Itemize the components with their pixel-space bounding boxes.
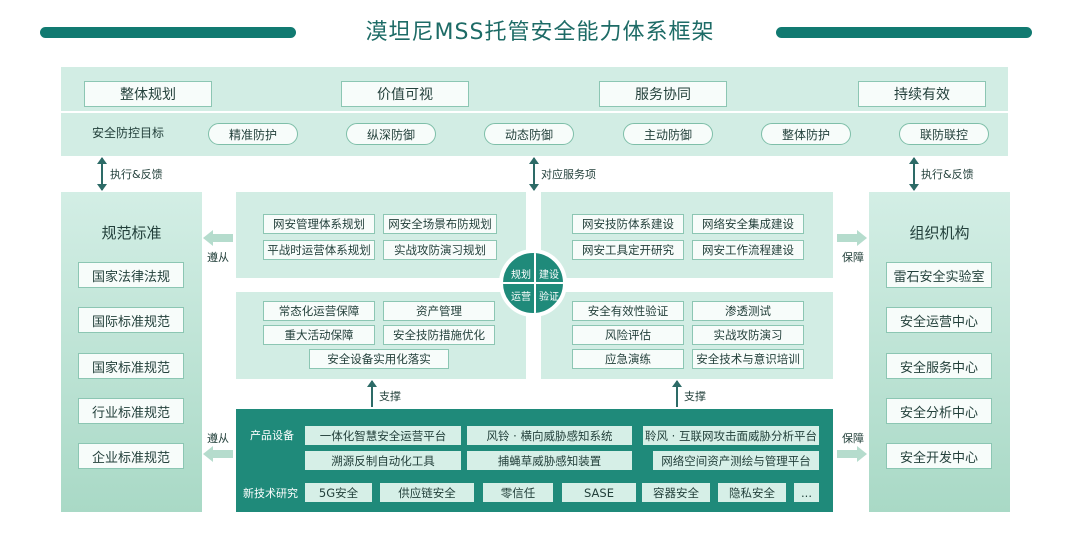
circle-quadrant-operation: 运营: [511, 292, 531, 303]
page-title: 漠坦尼MSS托管安全能力体系框架: [365, 20, 715, 45]
goals-label: 安全防控目标: [92, 126, 165, 140]
follow-top-label: 遵从: [207, 251, 229, 264]
new-tech-label: 新技术研究: [243, 487, 298, 500]
follow-bottom-arrowhead: [203, 446, 213, 462]
product-item: 聆风 · 互联网攻击面威胁分析平台: [643, 426, 819, 445]
operation-item: 资产管理: [383, 301, 495, 321]
left-column-title: 规范标准: [101, 224, 162, 242]
follow-top-arrow-shaft: [213, 234, 233, 242]
center-cycle-circle: 规划 建设 运营 验证: [499, 249, 567, 317]
new-tech-item: 供应链安全: [380, 483, 474, 502]
left-feedback-arrow: [97, 157, 107, 191]
verification-item: 应急演练: [572, 349, 684, 369]
construction-item: 网安工具定开研究: [572, 240, 684, 260]
construction-item: 网安技防体系建设: [572, 214, 684, 234]
right-column-item: 安全服务中心: [886, 353, 992, 379]
construction-panel: [541, 192, 833, 278]
new-tech-item: 容器安全: [642, 483, 710, 502]
support-right-arrow: [672, 380, 682, 407]
left-column-item: 企业标准规范: [78, 443, 184, 469]
new-tech-item: SASE: [562, 483, 636, 502]
pillar-overall-planning: 整体规划: [84, 81, 212, 107]
right-column-item: 安全运营中心: [886, 307, 992, 333]
right-column-item: 安全开发中心: [886, 443, 992, 469]
goal-item: 纵深防御: [346, 123, 436, 145]
guarantee-top-arrow-shaft: [837, 234, 857, 242]
operation-item: 安全设备实用化落实: [309, 349, 449, 369]
goal-item: 联防联控: [899, 123, 989, 145]
left-column-item: 国际标准规范: [78, 307, 184, 333]
product-item: 溯源反制自动化工具: [305, 451, 461, 470]
circle-quadrant-verification: 验证: [539, 292, 559, 303]
right-feedback-label: 执行&反馈: [921, 168, 974, 181]
header-right-bar: [776, 27, 1032, 38]
left-column-item: 行业标准规范: [78, 398, 184, 424]
product-item: 风铃 · 横向威胁感知系统: [467, 426, 632, 445]
operation-item: 安全技防措施优化: [383, 325, 495, 345]
support-left-arrow: [367, 380, 377, 407]
circle-quadrant-planning: 规划: [511, 270, 531, 281]
product-item: 捕蝇草威胁感知装置: [467, 451, 632, 470]
new-tech-more: ...: [794, 483, 819, 502]
guarantee-bottom-arrowhead: [857, 446, 867, 462]
left-column-item: 国家标准规范: [78, 353, 184, 379]
follow-top-arrowhead: [203, 230, 213, 246]
operation-item: 重大活动保障: [263, 325, 375, 345]
header-left-bar: [40, 27, 296, 38]
right-column-title: 组织机构: [909, 224, 970, 242]
goal-item: 动态防御: [484, 123, 574, 145]
right-feedback-arrow: [909, 157, 919, 191]
planning-item: 实战攻防演习规划: [383, 240, 497, 260]
planning-item: 平战时运营体系规划: [263, 240, 375, 260]
construction-item: 网安工作流程建设: [692, 240, 804, 260]
pillar-continuous-effective: 持续有效: [858, 81, 986, 107]
pillar-service-collaboration: 服务协同: [599, 81, 727, 107]
right-column-item: 安全分析中心: [886, 398, 992, 424]
circle-quadrant-construction: 建设: [539, 270, 559, 281]
left-feedback-label: 执行&反馈: [110, 168, 163, 181]
products-label: 产品设备: [250, 429, 294, 442]
verification-item: 实战攻防演习: [692, 325, 804, 345]
verification-item: 渗透测试: [692, 301, 804, 321]
verification-item: 安全有效性验证: [572, 301, 684, 321]
planning-item: 网安全场景布防规划: [383, 214, 497, 234]
support-right-label: 支撑: [684, 390, 706, 403]
new-tech-item: 5G安全: [305, 483, 372, 502]
right-column-item: 雷石安全实验室: [886, 262, 992, 288]
guarantee-top-label: 保障: [842, 251, 864, 264]
top-band-divider: [61, 111, 1008, 113]
planning-panel: [236, 192, 526, 278]
pillar-value-visible: 价值可视: [341, 81, 469, 107]
new-tech-item: 隐私安全: [718, 483, 786, 502]
center-service-label: 对应服务项: [541, 168, 596, 181]
goal-item: 整体防护: [761, 123, 851, 145]
center-service-arrow: [529, 157, 539, 191]
construction-item: 网络安全集成建设: [692, 214, 804, 234]
new-tech-item: 零信任: [483, 483, 553, 502]
goal-item: 精准防护: [208, 123, 298, 145]
support-left-label: 支撑: [379, 390, 401, 403]
product-item: 网络空间资产测绘与管理平台: [653, 451, 819, 470]
follow-bottom-arrow-shaft: [213, 450, 233, 458]
goal-item: 主动防御: [623, 123, 713, 145]
guarantee-bottom-arrow-shaft: [837, 450, 857, 458]
product-item: 一体化智慧安全运营平台: [305, 426, 461, 445]
left-column-item: 国家法律法规: [78, 262, 184, 288]
guarantee-bottom-label: 保障: [842, 432, 864, 445]
planning-item: 网安管理体系规划: [263, 214, 375, 234]
verification-item: 安全技术与意识培训: [692, 349, 804, 369]
follow-bottom-label: 遵从: [207, 432, 229, 445]
operation-item: 常态化运营保障: [263, 301, 375, 321]
guarantee-top-arrowhead: [857, 230, 867, 246]
verification-item: 风险评估: [572, 325, 684, 345]
